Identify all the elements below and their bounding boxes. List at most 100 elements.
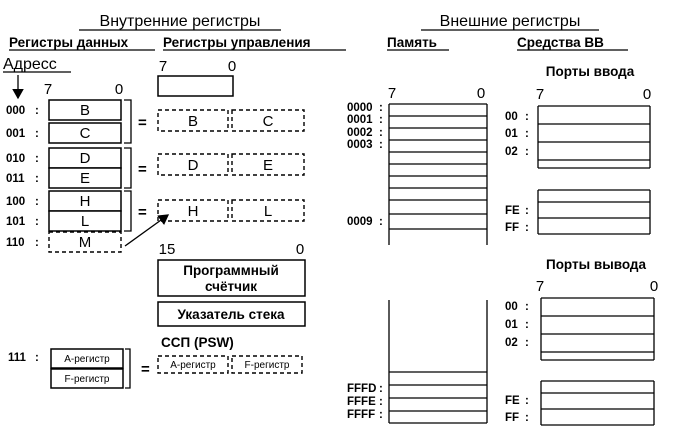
register-address-colon: : — [35, 128, 39, 140]
bit-label-7: 7 — [44, 81, 52, 98]
memory-bit-0: 0 — [477, 85, 485, 102]
port-address-colon: : — [525, 319, 529, 331]
register-e-label: E — [80, 170, 90, 187]
pair-l-box — [231, 199, 305, 222]
register-address-colon: : — [35, 173, 39, 185]
control-register-8bit — [157, 75, 234, 97]
register-address: 110 — [6, 237, 25, 249]
control-bit-0: 0 — [228, 58, 236, 75]
pair-b-box — [157, 109, 229, 132]
psw-a-register — [50, 348, 124, 369]
register-address: 101 — [6, 216, 26, 228]
memory-column: 7 0 0000:0001:0002:0003:0009:FFFD:FFFE:F… — [347, 85, 488, 424]
input-ports-bit-7: 7 — [536, 86, 544, 103]
memory-address-colon: : — [379, 114, 383, 126]
register-address: 100 — [6, 196, 25, 208]
pair-e-box — [231, 153, 305, 176]
heading-io: Средства ВВ — [517, 35, 604, 50]
port-address: FF — [505, 412, 519, 424]
pair-l-label: L — [264, 203, 272, 220]
pair-brackets: = = = — [124, 99, 147, 232]
psw-pair-f-label: F-регистр — [245, 360, 290, 371]
m-to-hl-arrow — [124, 214, 170, 247]
register-e — [48, 167, 122, 189]
register-address-colon: : — [35, 196, 39, 208]
pair-d-box — [157, 153, 229, 176]
register-m — [48, 231, 122, 253]
psw-f-register — [50, 368, 124, 389]
memory-address-colon: : — [379, 383, 383, 395]
bit-label-0-16: 0 — [296, 241, 304, 258]
port-address: FE — [505, 205, 520, 217]
register-address: 010 — [6, 153, 25, 165]
psw-address-colon: : — [35, 352, 39, 364]
register-b — [48, 99, 122, 121]
title-external-registers: Внешние регистры — [440, 13, 581, 30]
memory-address: 0000 — [347, 102, 373, 114]
psw-equals: = — [141, 361, 150, 378]
pair-b-label: B — [188, 113, 198, 130]
pair-h-label: H — [188, 203, 199, 220]
pair-equals: = — [138, 204, 147, 221]
heading-data-registers: Регистры данных — [9, 35, 129, 50]
output-ports: Порты вывода 7 0 00:01:02:FE:FF: — [505, 257, 658, 426]
psw-pair-a-label: А-регистр — [170, 360, 216, 371]
port-address: FE — [505, 395, 520, 407]
register-pairs: B C D E H L — [157, 109, 305, 222]
input-ports-label: Порты ввода — [546, 64, 635, 79]
pair-equals: = — [138, 115, 147, 132]
register-c-label: C — [80, 125, 91, 142]
psw-address: 111 — [8, 352, 27, 364]
memory-address: FFFD — [347, 383, 376, 395]
memory-address: FFFE — [347, 396, 376, 408]
bit-label-15: 15 — [159, 241, 176, 258]
port-address: 01 — [505, 319, 518, 331]
port-address-colon: : — [525, 301, 529, 313]
pair-bracket — [124, 190, 132, 232]
pair-d-label: D — [188, 157, 199, 174]
port-address-colon: : — [525, 222, 529, 234]
control-bit-7: 7 — [159, 58, 167, 75]
memory-address-colon: : — [379, 216, 383, 228]
pair-e-label: E — [263, 157, 273, 174]
register-address-colon: : — [35, 105, 39, 117]
program-counter-line1: Программный — [183, 263, 279, 278]
input-ports-bit-0: 0 — [643, 86, 651, 103]
memory-address-colon: : — [379, 127, 383, 139]
register-address: 011 — [6, 173, 25, 185]
pair-bracket — [124, 99, 132, 144]
address-label: Адресс — [3, 56, 57, 73]
memory-address-colon: : — [379, 396, 383, 408]
memory-address: 0009 — [347, 216, 373, 228]
memory-address-colon: : — [379, 102, 383, 114]
pair-bracket — [124, 147, 132, 189]
memory-bit-7: 7 — [388, 85, 396, 102]
port-address: 02 — [505, 146, 518, 158]
register-m-label: M — [79, 234, 92, 251]
port-address-colon: : — [525, 205, 529, 217]
output-ports-bit-7: 7 — [536, 278, 544, 295]
pair-equals: = — [138, 161, 147, 178]
register-address: 000 — [6, 105, 25, 117]
register-l — [48, 210, 122, 232]
pair-h-box — [157, 199, 229, 222]
pair-c-label: C — [263, 113, 274, 130]
program-counter — [157, 259, 306, 297]
port-address: 01 — [505, 128, 518, 140]
program-counter-line2: счётчик — [205, 279, 257, 294]
port-address: 00 — [505, 301, 518, 313]
register-address-colon: : — [35, 153, 39, 165]
bit-label-0: 0 — [115, 81, 123, 98]
memory-address: 0001 — [347, 114, 373, 126]
stack-pointer — [157, 301, 306, 327]
input-ports: Порты ввода 7 0 00:01:02:FE:FF: — [505, 64, 651, 235]
port-address-colon: : — [525, 128, 529, 140]
title-internal-registers: Внутренние регистры — [100, 13, 261, 30]
memory-address: FFFF — [347, 409, 375, 421]
memory-address: 0002 — [347, 127, 373, 139]
heading-control-registers: Регистры управления — [163, 35, 311, 50]
heading-memory: Память — [387, 35, 437, 50]
register-address: 001 — [6, 128, 26, 140]
